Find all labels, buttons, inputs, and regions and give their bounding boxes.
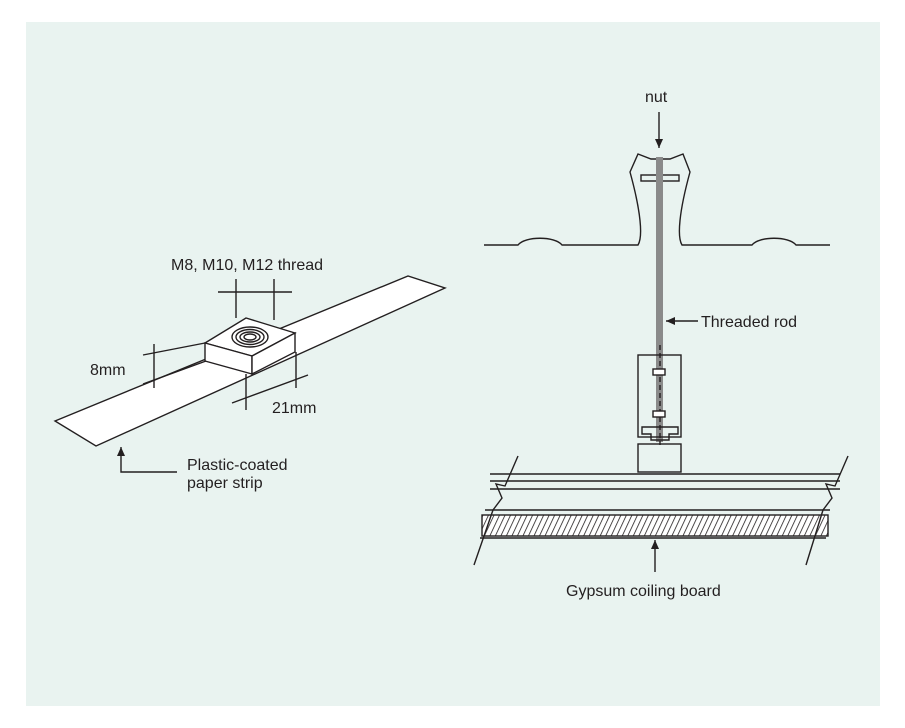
rod-label: Threaded rod	[701, 314, 797, 331]
board-label: Gypsum coiling board	[566, 583, 721, 600]
thread-dimension	[218, 279, 292, 320]
square-nut	[203, 317, 297, 376]
ceiling-fixing-assembly	[473, 112, 849, 572]
strip-nut-assembly	[53, 275, 447, 473]
width-dimension	[231, 352, 309, 410]
width-label: 21mm	[272, 400, 316, 417]
strip-label-line1: Plastic-coated	[187, 457, 288, 474]
channel-block	[637, 443, 682, 473]
thread-label: M8, M10, M12 thread	[171, 257, 323, 274]
nut-label: nut	[645, 89, 668, 106]
gypsum-board	[481, 514, 829, 537]
height-dimension	[142, 342, 207, 388]
threaded-rod	[656, 157, 663, 442]
strip-label-line2: paper strip	[187, 475, 263, 492]
ceiling-layers	[473, 455, 849, 566]
height-label: 8mm	[90, 362, 126, 379]
strip-leader-arrow	[117, 447, 177, 473]
figure-panel	[26, 22, 880, 706]
